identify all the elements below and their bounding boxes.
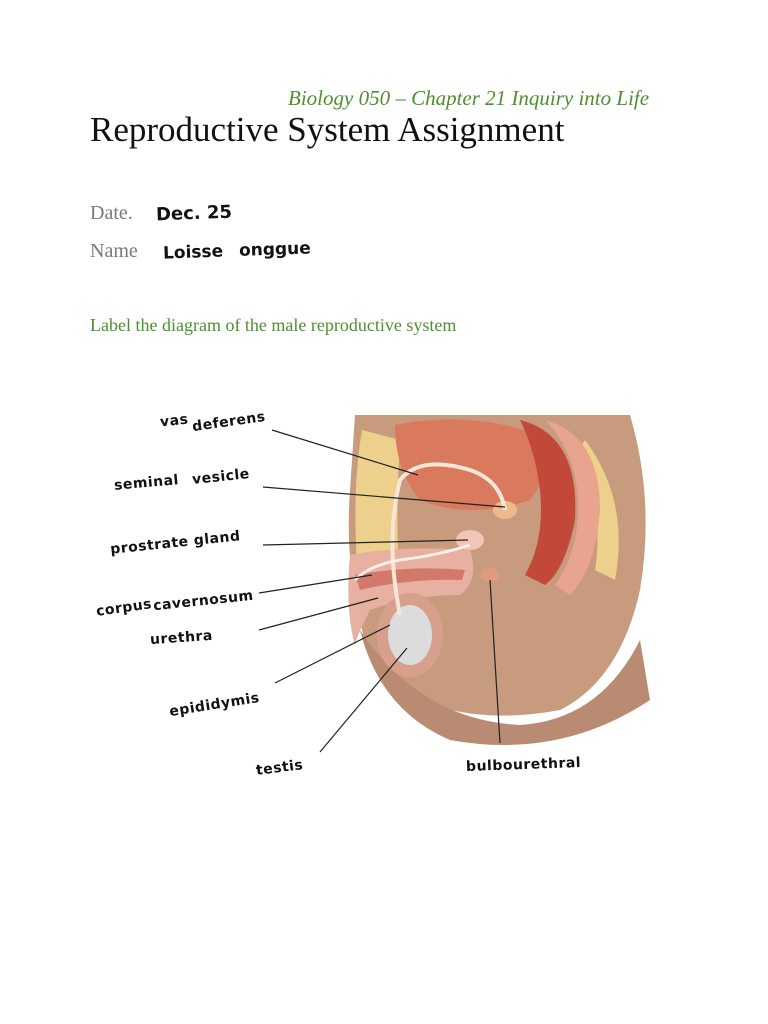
name-value: Loisse onggue (163, 238, 311, 263)
anatomy-illustration (348, 415, 650, 745)
instruction-text: Label the diagram of the male reproducti… (90, 315, 456, 336)
bulbourethral-shape (481, 568, 499, 582)
date-value: Dec. 25 (156, 202, 233, 226)
label-vas: vas (159, 412, 189, 431)
course-header: Biology 050 – Chapter 21 Inquiry into Li… (288, 86, 649, 111)
date-label: Date. (90, 202, 133, 225)
reproductive-system-diagram (0, 380, 768, 800)
bladder (395, 419, 548, 510)
testis-shape (388, 605, 432, 665)
leader-testis (320, 648, 407, 752)
page-title: Reproductive System Assignment (90, 110, 564, 150)
name-label: Name (90, 240, 138, 263)
